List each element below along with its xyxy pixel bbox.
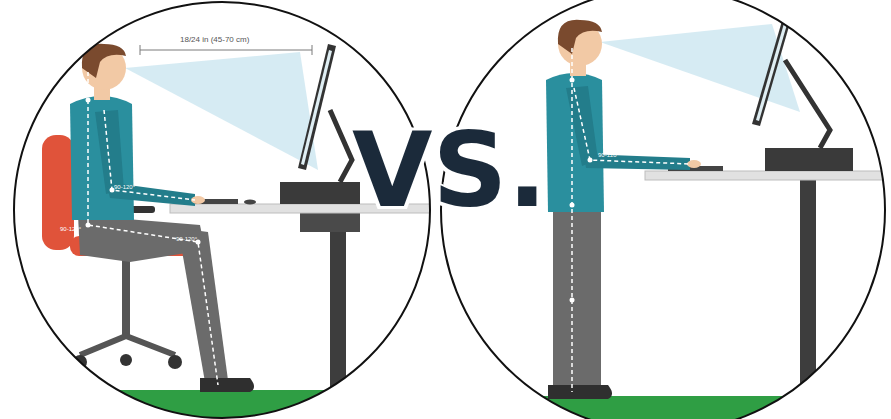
angle-label: 90-120° (598, 152, 619, 158)
dimension-label: 18/24 in (45-70 cm) (180, 36, 249, 44)
angle-label: 90-120° (114, 184, 135, 190)
angle-label: 90-120° (60, 226, 81, 232)
versus-label: VS. (352, 118, 547, 222)
angle-label: 90-120° (176, 236, 197, 242)
